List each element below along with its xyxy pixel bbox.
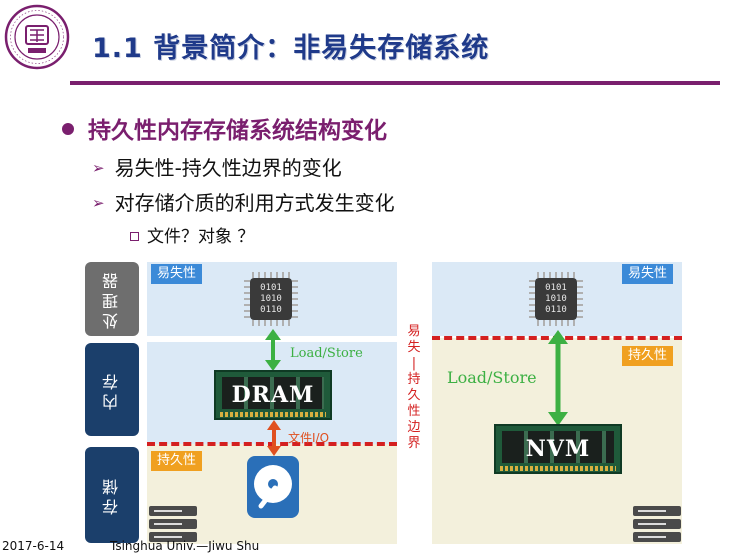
bullet-level2-text: 易失性-持久性边界的变化 (114, 156, 342, 180)
left-persistent-tag: 持久性 (151, 451, 203, 471)
bullet-level2-text: 对存储介质的利用方式发生变化 (114, 191, 395, 215)
arrow-bullet-icon: ➢ (92, 194, 105, 212)
file-io-arrow (267, 420, 281, 456)
footer-author: Tsinghua Univ.—Jiwu Shu (110, 539, 260, 553)
left-server-rack-icon (149, 506, 197, 542)
bullet-level3-text: 文件？对象 ？ (147, 227, 255, 247)
right-persistent-tag: 持久性 (622, 346, 674, 366)
right-load-store-label: Load/Store (447, 368, 537, 387)
bullet-level1: 持久性内存存储系统结构变化 (62, 111, 387, 145)
square-bullet-icon (130, 232, 139, 241)
bullet-level3: 文件？对象 ？ (130, 222, 254, 247)
right-server-rack-icon (633, 506, 681, 542)
page-title: 1.1 背景简介：非易失存储系统 (92, 33, 490, 64)
right-cpu-chip-icon: 0101 1010 0110 (527, 270, 585, 328)
bullet-dot-icon (62, 123, 74, 135)
dram-module: DRAM (214, 370, 332, 420)
bullet-level1-text: 持久性内存存储系统结构变化 (88, 118, 387, 144)
right-volatile-tag: 易失性 (622, 264, 674, 284)
left-cpu-chip-icon: 0101 1010 0110 (242, 270, 300, 328)
left-load-store-label: Load/Store (290, 346, 363, 361)
storage-row-label: 存储 (85, 447, 139, 543)
nvm-module: NVM (494, 424, 622, 474)
processor-row-label: 处理器 (85, 262, 139, 336)
memory-row-label: 内存 (85, 343, 139, 436)
volatile-persistent-boundary-label: 易 失 | 持 久 性 边 界 (407, 324, 421, 451)
bullet-level2-media: ➢ 对存储介质的利用方式发生变化 (92, 187, 395, 216)
university-seal-logo (4, 4, 70, 70)
hard-disk-icon (247, 456, 299, 518)
dram-label: DRAM (231, 382, 315, 408)
left-volatile-tag: 易失性 (151, 264, 203, 284)
arrow-bullet-icon: ➢ (92, 159, 105, 177)
footer-date: 2017-6-14 (2, 539, 65, 553)
bullet-level2-boundary: ➢ 易失性-持久性边界的变化 (92, 152, 342, 181)
nvm-label: NVM (525, 436, 591, 462)
file-io-label: 文件I/O (288, 431, 330, 445)
title-divider (70, 81, 720, 85)
left-load-store-arrow (265, 329, 281, 371)
right-load-store-arrow (548, 330, 568, 426)
